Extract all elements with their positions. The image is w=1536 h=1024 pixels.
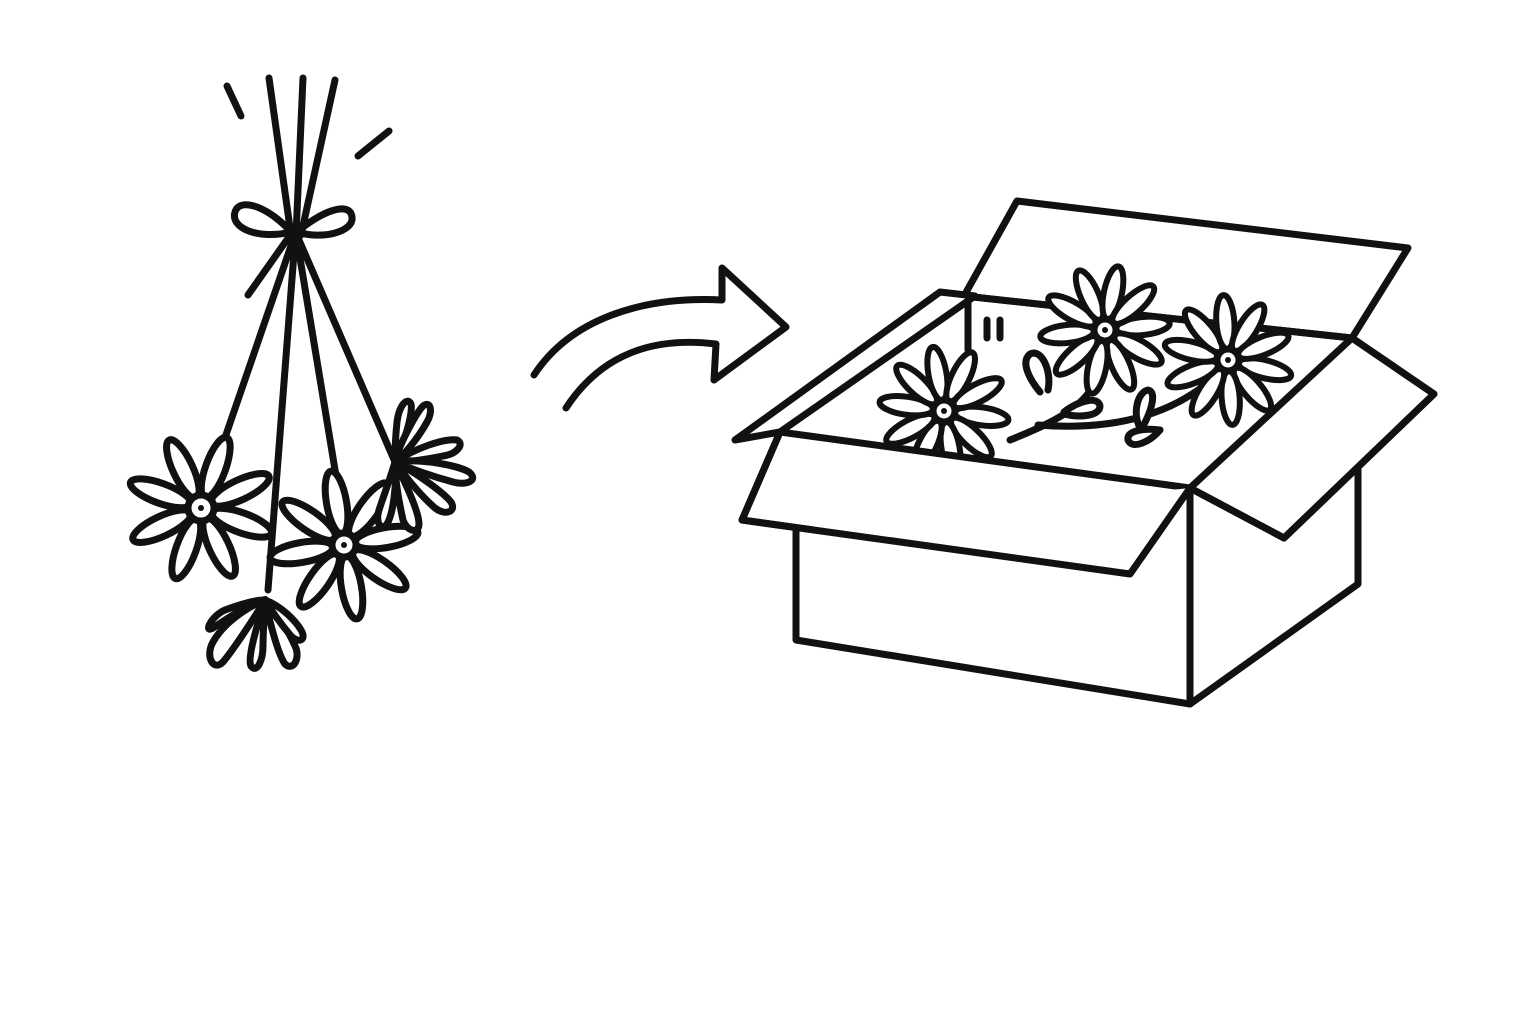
flower-in-box-1	[871, 338, 1018, 484]
motion-tick-right	[354, 127, 393, 160]
bow-tie	[230, 201, 356, 299]
curved-arrow-right-icon	[530, 264, 790, 412]
stem-lower	[214, 236, 297, 462]
flower-in-box-3	[1149, 282, 1306, 439]
hanging-dried-flowers-icon	[105, 74, 477, 672]
stem-lower	[293, 236, 344, 504]
stem-upper	[297, 76, 339, 239]
box-leaf	[1022, 349, 1053, 396]
box-leaf	[1132, 386, 1157, 432]
box-leaf	[1124, 425, 1164, 448]
box-leaf	[1060, 396, 1104, 420]
stem-upper	[292, 74, 307, 239]
flower-hanging-1	[105, 412, 297, 604]
flowers-in-box	[871, 259, 1307, 484]
motion-tick-left	[223, 82, 245, 120]
open-cardboard-box-icon	[731, 197, 1438, 708]
box-inner-mark	[983, 316, 1004, 342]
flower-hanging-2	[205, 596, 307, 672]
flower-hanging-3	[257, 458, 431, 632]
stem-upper	[265, 74, 295, 239]
flower-in-box-2	[1034, 259, 1177, 401]
box-right-face	[1186, 464, 1362, 708]
stem-lower	[295, 236, 399, 466]
flower-hanging-4	[374, 397, 477, 534]
box-left-flap	[731, 288, 979, 444]
